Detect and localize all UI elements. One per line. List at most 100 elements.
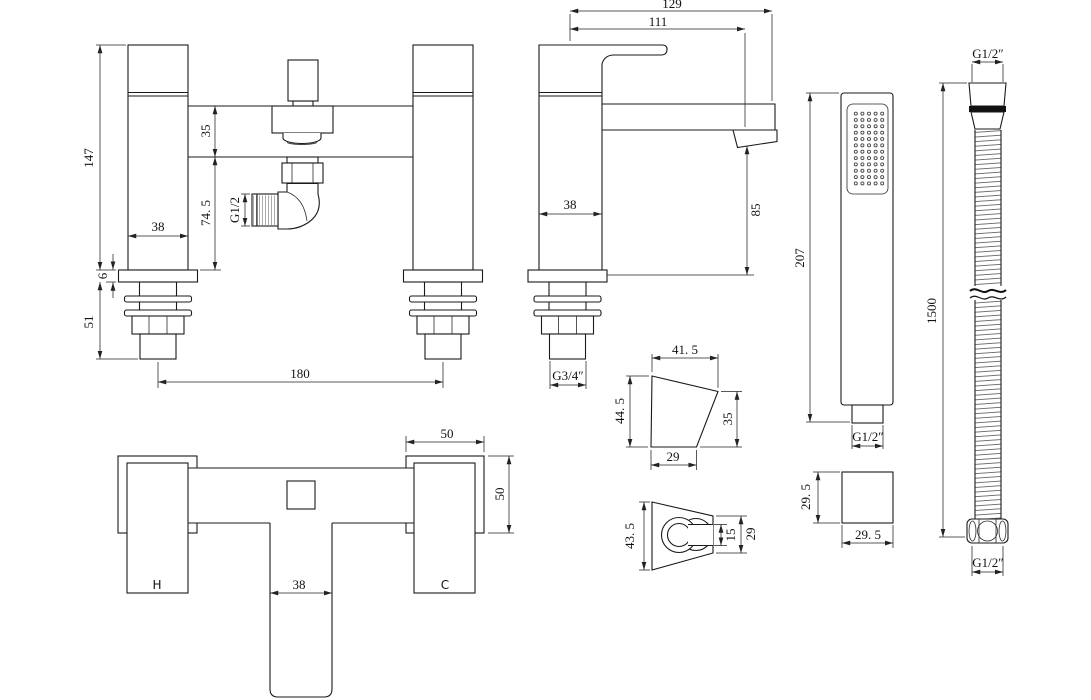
hose-ribbed-lower [975,300,1001,519]
hose-ribbed-upper [975,130,1001,286]
dim-g12-handset: G1/2″ [851,425,884,449]
dim-51: 51 [81,282,138,360]
spout [602,103,776,131]
dim-41-5: 41. 5 [651,342,719,388]
dim-44-5-label: 44. 5 [612,398,627,424]
dim-15: 15 [714,524,738,546]
hose-view: G1/2″ 1500 G1/2″ [924,46,1009,576]
dim-43-5-label: 43. 5 [622,523,637,549]
dim-1500: 1500 [924,82,967,538]
hose-fitting-band [969,106,1006,112]
dim-g12-hose-top-label: G1/2″ [972,46,1003,61]
dim-50-top-label: 50 [441,426,454,441]
dim-g12-elbow: G1/2 [227,193,250,227]
dim-g34: G3/4″ [549,361,587,389]
bracket-side-outline [650,375,719,448]
dim-6-label: 6 [95,272,110,279]
dim-38-front: 38 [128,219,188,239]
dim-g12-hose-bottom-label: G1/2″ [972,555,1003,570]
dim-6: 6 [95,254,116,298]
dim-35-bracket-label: 35 [720,413,735,426]
plan-view: H C 50 50 38 [117,426,514,698]
dim-207-label: 207 [792,248,807,268]
break-line [969,288,1007,293]
dim-180-label: 180 [290,366,310,381]
dim-180: 180 [157,362,444,388]
dim-29-bracket-front: 29 [716,515,758,554]
dim-29-5-left-label: 29. 5 [798,484,813,510]
dim-g12-hose-top: G1/2″ [971,46,1004,82]
elbow-fitting [277,182,320,230]
spout-outlet [732,129,778,149]
dim-g12-hose-bottom: G1/2″ [971,546,1004,576]
handset-face-plate [846,103,889,195]
dim-74-5: 74. 5 [198,157,221,271]
bracket-clip-inner [666,522,692,548]
hose-nut [281,162,324,184]
dim-44-5: 44. 5 [612,375,649,448]
dim-51-label: 51 [81,316,96,329]
dim-85: 85 [607,146,763,276]
dim-111: 111 [570,14,746,127]
dim-147: 147 [81,44,126,271]
dim-35-bracket: 35 [700,391,742,448]
dim-38-plan: 38 [270,577,332,596]
dim-g12-handset-label: G1/2″ [852,429,883,444]
handset-top-view: 29. 5 29. 5 [798,471,894,548]
dim-85-label: 85 [748,204,763,217]
dim-g12-elbow-label: G1/2 [227,197,242,223]
break-line [969,295,1007,300]
dim-129-label: 129 [662,0,682,11]
tail-assembly [402,269,484,360]
tail-assembly [527,269,608,360]
hose-fitting-cone [970,111,1005,130]
right-pillar [412,44,474,271]
dim-29-bracket-front-label: 29 [743,528,758,541]
hot-handle [126,462,189,594]
dim-41-5-label: 41. 5 [672,342,698,357]
dim-38-plan-label: 38 [293,577,306,592]
bracket-front-view: 43. 5 15 29 [622,501,758,571]
dim-38-front-label: 38 [152,219,165,234]
dim-29-bracket: 29 [650,449,697,470]
dim-29-bracket-label: 29 [667,449,680,464]
side-view: 129 111 38 85 G3/4″ [527,0,778,389]
hose-nut [966,518,1009,544]
diverter-square [286,480,316,510]
front-view: 147 35 74. 5 38 6 51 180 [81,44,484,388]
dim-43-5: 43. 5 [622,501,650,571]
cold-label: C [441,578,449,592]
dim-35: 35 [198,106,218,157]
dim-g34-label: G3/4″ [552,368,583,383]
dim-38-side: 38 [539,197,602,217]
outlet-neck [286,156,319,164]
dim-1500-label: 1500 [924,298,939,324]
tail-assembly [117,269,199,360]
dim-38-side-label: 38 [564,197,577,212]
dim-29-5-bottom-label: 29. 5 [855,527,881,542]
cold-handle [413,462,476,594]
dim-207: 207 [792,92,850,423]
dim-74-5-label: 74. 5 [198,200,213,226]
shower-outlet-housing [271,105,334,134]
handset-connector [851,404,884,424]
dim-35-label: 35 [198,125,213,138]
hot-label: H [152,578,161,592]
hose-top-fitting [968,82,1007,107]
dim-50-right: 50 [488,455,514,534]
dim-29-5-bottom: 29. 5 [841,525,894,548]
plan-body-bar [188,467,414,524]
dim-15-label: 15 [723,529,738,542]
dim-147-label: 147 [81,148,96,168]
dim-111-label: 111 [649,14,668,29]
side-body [538,44,668,271]
dim-50-top: 50 [405,426,485,452]
diverter-knob [287,59,319,102]
handset-section [841,471,894,524]
plan-spout [269,523,333,698]
dim-29-5-left: 29. 5 [798,471,840,524]
aerator [282,133,322,145]
dim-50-right-label: 50 [492,488,507,501]
